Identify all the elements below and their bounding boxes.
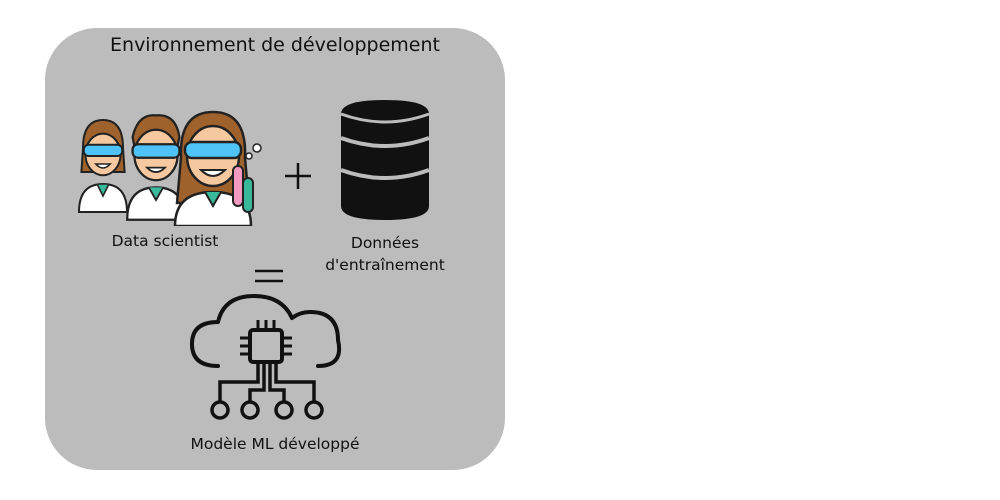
development-environment-panel: Environnement de développement [45, 28, 505, 470]
model-label: Modèle ML développé [190, 435, 360, 453]
training-data-label-line1: Données [350, 234, 420, 252]
training-data-label: Données d'entraînement [300, 232, 470, 276]
database-icon [340, 100, 430, 220]
cloud-chip-icon [190, 294, 341, 420]
scientists-icon [77, 110, 262, 226]
training-data-label-line2: d'entraînement [325, 256, 445, 274]
equals-icon [255, 269, 283, 283]
scientists-label: Data scientist [111, 232, 219, 250]
panel-title: Environnement de développement [110, 34, 440, 56]
plus-icon [285, 163, 311, 189]
